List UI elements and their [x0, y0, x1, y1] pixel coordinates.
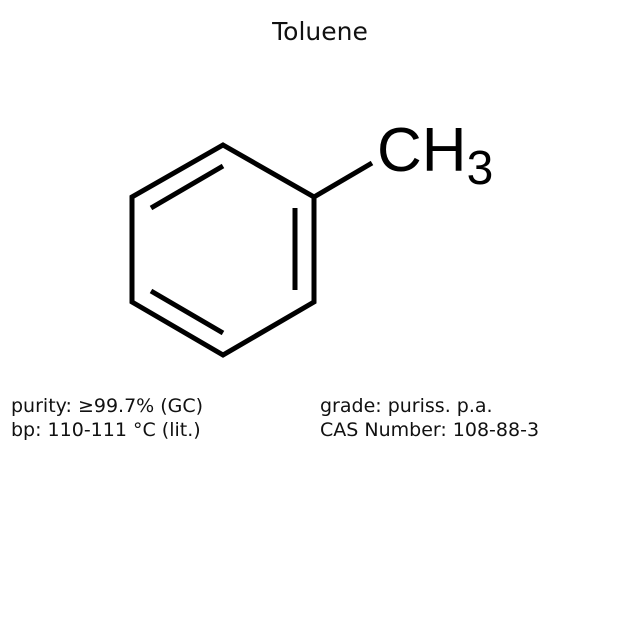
- properties-left-column: purity: ≥99.7% (GC) bp: 110-111 °C (lit.…: [11, 394, 203, 442]
- methyl-label: CH3: [377, 116, 493, 195]
- double-bond-top-left: [149, 163, 225, 211]
- purity-text: purity: ≥99.7% (GC): [11, 395, 204, 417]
- cas-number-text: CAS Number: 108-88-3: [320, 419, 540, 441]
- methyl-bond: [312, 160, 374, 200]
- boiling-point-text: bp: 110-111 °C (lit.): [11, 419, 201, 441]
- grade-text: grade: puriss. p.a.: [320, 395, 493, 417]
- compound-title: Toluene: [272, 17, 368, 46]
- double-bond-bottom-left: [149, 288, 225, 336]
- benzene-ring: [129, 142, 317, 358]
- properties-right-column: grade: puriss. p.a. CAS Number: 108-88-3: [320, 394, 539, 442]
